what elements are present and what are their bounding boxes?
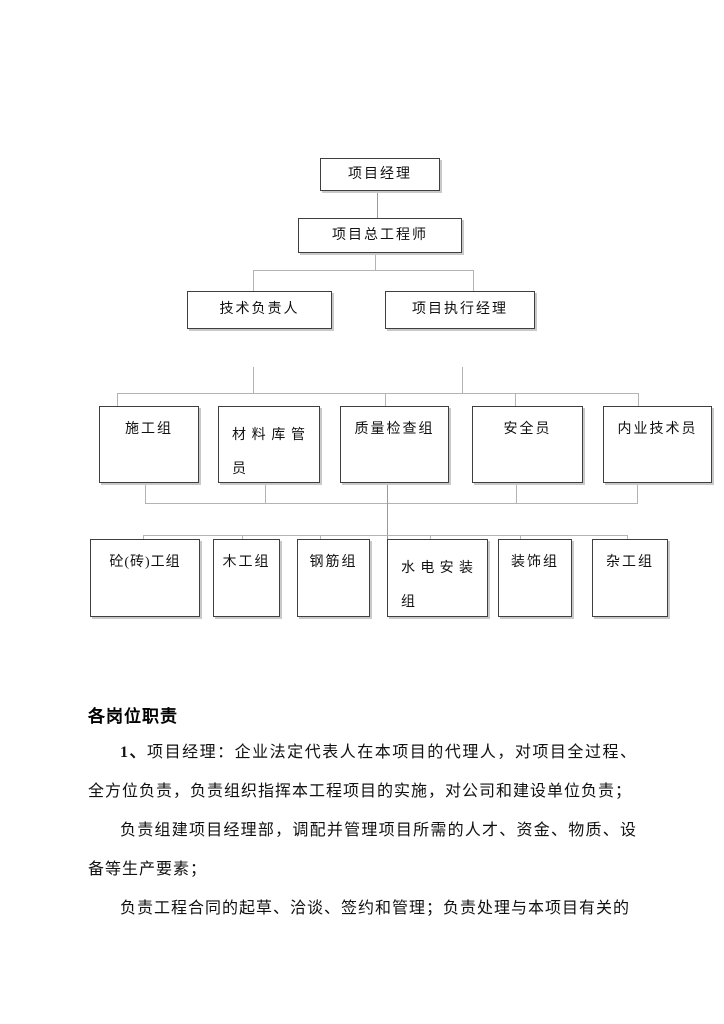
org-node-rebar-group: 钢筋组 <box>297 539 370 617</box>
item-number: 1、 <box>120 744 148 761</box>
org-node-handyman-group: 杂工组 <box>592 539 668 617</box>
connector-line <box>253 367 254 393</box>
connector-line <box>430 535 431 541</box>
connector-line <box>253 270 254 291</box>
connector-line <box>253 270 474 271</box>
connector-line <box>117 393 638 394</box>
connector-line <box>387 483 388 503</box>
paragraph-3: 负责工程合同的起草、洽谈、签约和管理；负责处理与本项目有关的 <box>120 900 631 917</box>
connector-line <box>637 483 638 503</box>
paragraph-2: 负责组建项目经理部，调配并管理项目所需的人才、资金、物质、设备等生产要素； <box>88 822 637 878</box>
org-node-technical-lead: 技术负责人 <box>187 291 332 329</box>
org-node-safety-officer: 安全员 <box>472 406 583 483</box>
org-node-quality-inspection-group: 质量检查组 <box>340 406 449 483</box>
connector-line <box>117 393 118 406</box>
connector-line <box>145 503 638 504</box>
connector-line <box>320 535 321 541</box>
org-node-construction-group: 施工组 <box>99 406 199 483</box>
org-node-decoration-group: 装饰组 <box>498 539 572 617</box>
connector-line <box>516 483 517 503</box>
connector-line <box>462 367 463 393</box>
org-node-chief-engineer: 项目总工程师 <box>298 218 462 253</box>
org-node-project-manager: 项目经理 <box>320 158 440 191</box>
org-node-concrete-brick-group: 砼(砖)工组 <box>90 539 200 617</box>
connector-line <box>143 535 144 541</box>
connector-line <box>520 535 521 541</box>
connector-line <box>143 535 628 536</box>
org-node-carpentry-group: 木工组 <box>213 539 280 617</box>
connector-line <box>375 253 376 270</box>
connector-line <box>627 535 628 541</box>
paragraph-1-text: 项目经理：企业法定代表人在本项目的代理人，对项目全过程、全方位负责，负责组织指挥… <box>88 744 637 800</box>
connector-line <box>145 483 146 503</box>
section-heading: 各岗位职责 <box>88 707 178 726</box>
connector-line <box>385 393 386 406</box>
connector-line <box>473 270 474 291</box>
connector-line <box>377 190 378 218</box>
connector-line <box>265 483 266 503</box>
org-node-material-warehouse-keeper: 材料库管员 <box>218 406 320 483</box>
paragraph-1: 1、项目经理：企业法定代表人在本项目的代理人，对项目全过程、全方位负责，负责组织… <box>88 733 637 811</box>
org-node-executive-manager: 项目执行经理 <box>385 291 535 329</box>
org-node-plumbing-electrical-group: 水电安装组 <box>387 539 488 617</box>
connector-line <box>638 393 639 407</box>
connector-line <box>515 393 516 406</box>
responsibilities-text: 1、项目经理：企业法定代表人在本项目的代理人，对项目全过程、全方位负责，负责组织… <box>88 733 637 928</box>
connector-line <box>242 535 243 541</box>
org-node-office-technician: 内业技术员 <box>603 406 712 483</box>
connector-line <box>387 503 388 540</box>
